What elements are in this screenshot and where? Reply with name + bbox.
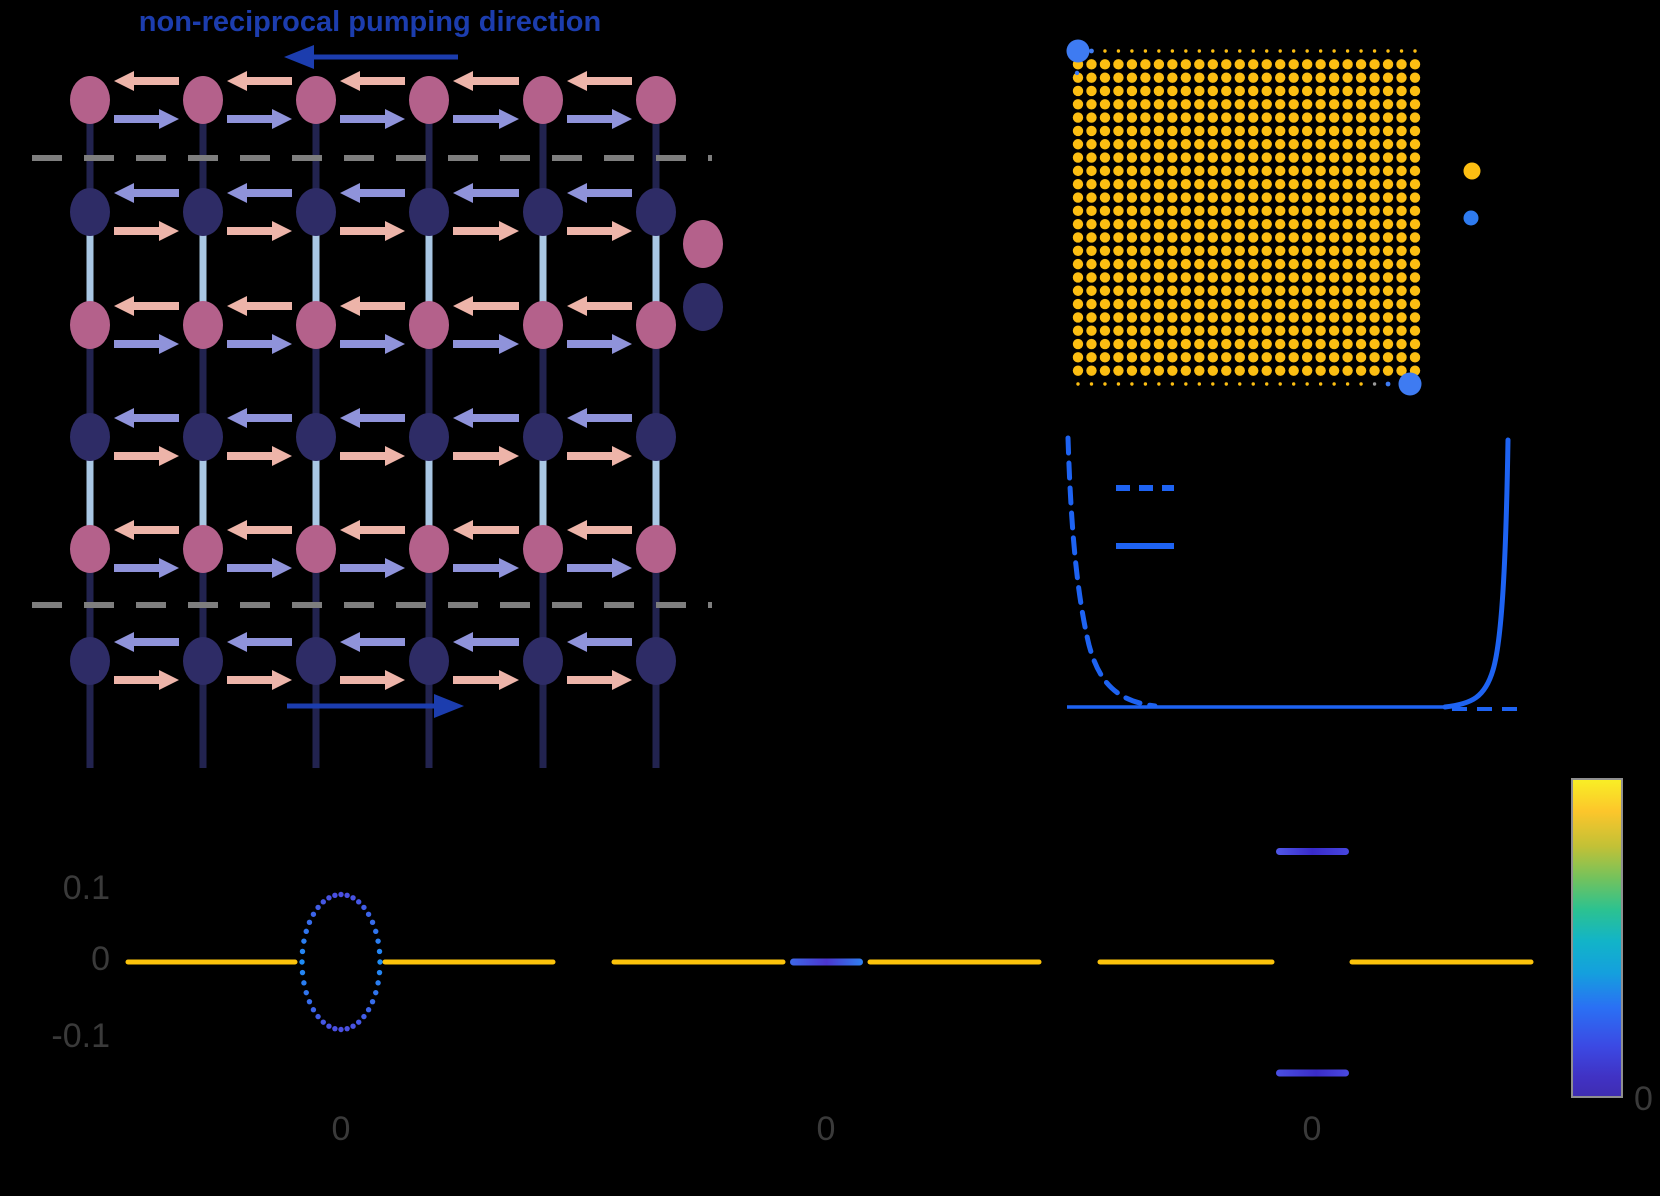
blue-segment-upper [1276, 848, 1349, 855]
blue-segment-lower [1276, 1069, 1349, 1077]
dashed-profile-curve [1065, 435, 1158, 709]
site-a [523, 76, 563, 124]
legend-site-b [683, 283, 723, 331]
site-a [636, 525, 676, 573]
site-b [523, 637, 563, 685]
site-a [636, 76, 676, 124]
site-a [183, 525, 223, 573]
site-b [183, 413, 223, 461]
site-b [409, 637, 449, 685]
colorbar-min-label: 0 [1634, 1080, 1653, 1118]
corner-mode-plot [1066, 39, 1481, 396]
site-b [296, 188, 336, 236]
site-b [636, 188, 676, 236]
site-a [409, 525, 449, 573]
site-b [70, 413, 110, 461]
ytick-0p1: 0.1 [62, 869, 110, 907]
site-a [296, 301, 336, 349]
site-b [296, 637, 336, 685]
solid-profile-curve [1442, 437, 1511, 710]
site-b [296, 413, 336, 461]
site-b [636, 413, 676, 461]
site-b [409, 413, 449, 461]
colorbar [1571, 778, 1623, 1098]
legend-corner-dot [1463, 210, 1479, 226]
site-a [409, 76, 449, 124]
site-b [523, 413, 563, 461]
pump-direction-title: non-reciprocal pumping direction [138, 6, 602, 38]
site-b [636, 637, 676, 685]
site-a [183, 301, 223, 349]
site-a [183, 76, 223, 124]
ytick-0: 0 [91, 940, 110, 978]
site-b [70, 637, 110, 685]
site-a [70, 525, 110, 573]
site-a [636, 301, 676, 349]
ytick-m0p1: -0.1 [51, 1017, 110, 1055]
site-b [523, 188, 563, 236]
site-a [523, 301, 563, 349]
site-a [70, 76, 110, 124]
pump-arrow-right-icon [434, 694, 464, 718]
site-b [183, 188, 223, 236]
profile-plot [1065, 435, 1520, 711]
site-a [296, 76, 336, 124]
xtick-plot1: 0 [331, 1110, 351, 1148]
spectra-plots [125, 848, 1534, 1077]
xtick-plot2: 0 [816, 1110, 836, 1148]
legend-site-a [683, 220, 723, 268]
lattice-diagram [32, 45, 723, 768]
pump-arrow-left-icon [284, 45, 314, 69]
corner-mode-top-left [1066, 39, 1090, 63]
legend-bulk-dot [1463, 162, 1481, 180]
site-b [409, 188, 449, 236]
site-a [296, 525, 336, 573]
blue-spectrum-segment [790, 958, 863, 966]
site-b [183, 637, 223, 685]
corner-mode-bottom-right [1398, 372, 1422, 396]
site-a [409, 301, 449, 349]
site-b [70, 188, 110, 236]
site-a [523, 525, 563, 573]
xtick-plot3: 0 [1302, 1110, 1322, 1148]
site-a [70, 301, 110, 349]
